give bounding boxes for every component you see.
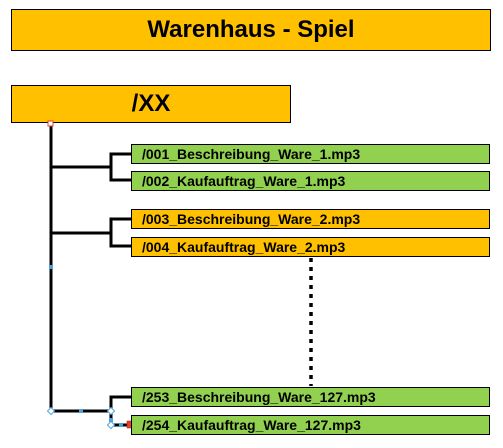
file-box-253: /253_Beschreibung_Ware_127.mp3 xyxy=(131,387,490,407)
file-box-003: /003_Beschreibung_Ware_2.mp3 xyxy=(131,209,490,229)
branch-file-2 xyxy=(109,167,131,182)
root-folder-box: /XX xyxy=(11,85,291,123)
file-box-254: /254_Kaufauftrag_Ware_127.mp3 xyxy=(131,415,490,435)
handle-blue-end xyxy=(106,420,116,430)
handle-blue-corner xyxy=(106,406,116,416)
file-box-001: /001_Beschreibung_Ware_1.mp3 xyxy=(131,144,490,164)
branch-file-4 xyxy=(109,233,131,248)
branch-group-1 xyxy=(51,152,131,169)
branch-file-254 xyxy=(109,411,131,427)
handle-blue-bottom-left xyxy=(46,406,56,416)
handle-blue-mid xyxy=(49,265,53,269)
file-box-004: /004_Kaufauftrag_Ware_2.mp3 xyxy=(131,237,490,257)
handle-blue-bottom-mid xyxy=(79,409,83,413)
handle-blue-stub xyxy=(119,423,123,427)
branch-group-2 xyxy=(51,217,131,235)
branch-group-last xyxy=(51,395,131,413)
file-box-002: /002_Kaufauftrag_Ware_1.mp3 xyxy=(131,171,490,191)
title-banner: Warenhaus - Spiel xyxy=(11,9,491,51)
handle-blue-lower xyxy=(109,418,113,422)
